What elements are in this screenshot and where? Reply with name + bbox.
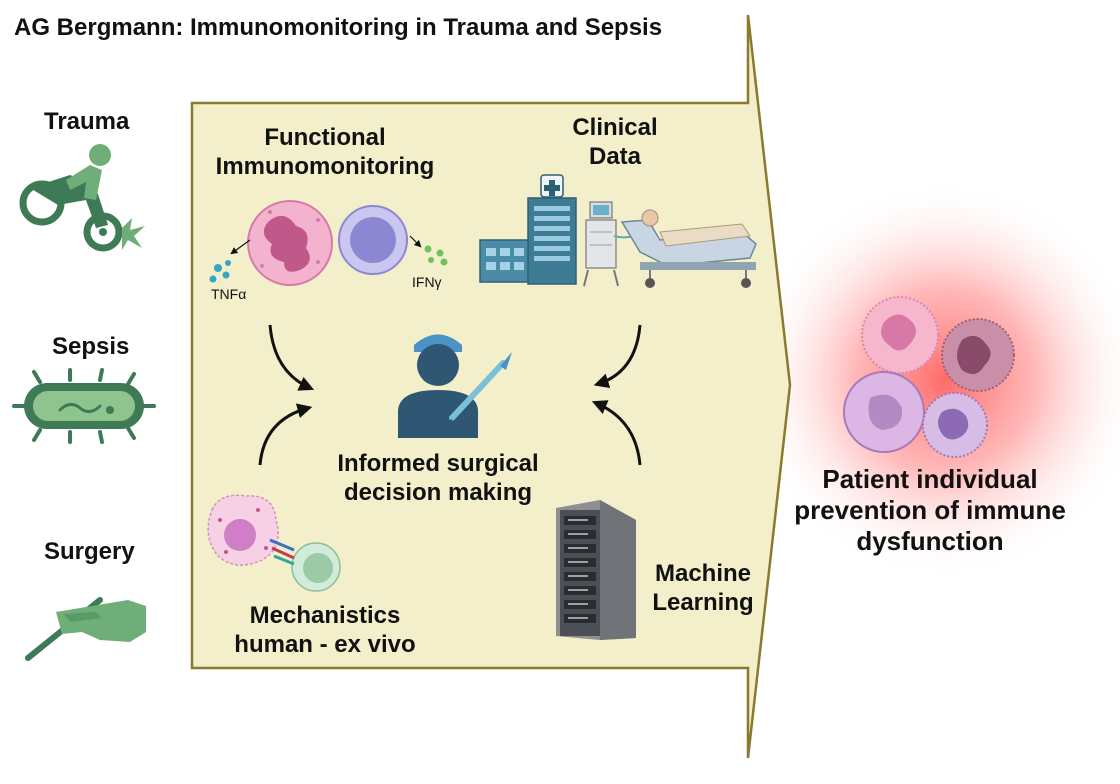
bacterium-icon: [12, 368, 156, 444]
flow-arrows: [258, 324, 642, 466]
outcome-line2: prevention of immune: [794, 495, 1066, 526]
ventilator-icon: [583, 201, 641, 287]
label-surgery: Surgery: [44, 538, 135, 565]
outcome-line1: Patient individual: [822, 464, 1038, 494]
label-functional-immunomonitoring: Functional Immunomonitoring: [207, 124, 443, 182]
center-line2: decision making: [343, 478, 533, 506]
server-rack-icon: [556, 500, 636, 640]
label-tnf: TNFα: [211, 286, 247, 302]
label-trauma: Trauma: [44, 108, 130, 135]
label-informed-decision: Informed surgical decision making: [326, 450, 550, 508]
tnf-particles: [209, 260, 231, 283]
center-line1: Informed surgical: [337, 450, 539, 477]
immune-cells-cluster-icon: [843, 296, 1015, 458]
neutrophil-cell-icon: [247, 200, 333, 286]
ml-line2: Learning: [652, 588, 754, 616]
outcome-line3: dysfunction: [856, 526, 1004, 557]
patient-bed-icon: [620, 209, 757, 288]
label-machine-learning: Machine Learning: [642, 560, 764, 618]
ifn-particles: [424, 245, 448, 266]
label-ifn: IFNγ: [412, 274, 442, 290]
outcome-glow: [745, 180, 1120, 580]
label-clinical-data: Clinical Data: [560, 114, 670, 172]
clinical-line1: Clinical: [572, 114, 658, 141]
label-sepsis: Sepsis: [52, 333, 130, 360]
hospital-icon: [479, 174, 577, 285]
page-title: AG Bergmann: Immunomonitoring in Trauma …: [14, 14, 663, 41]
label-mechanistics: Mechanistics human - ex vivo: [222, 602, 428, 660]
mech-line1: Mechanistics: [249, 602, 401, 629]
surgeon-icon: [398, 334, 512, 438]
cell-interaction-icon: [207, 494, 341, 592]
functional-line2: Immunomonitoring: [215, 152, 435, 180]
hand-scalpel-icon: [25, 597, 146, 661]
clinical-line2: Data: [588, 142, 642, 170]
motorcycle-icon: [19, 144, 145, 252]
functional-line1: Functional: [264, 124, 386, 151]
mech-line2: human - ex vivo: [234, 630, 416, 658]
lymphocyte-cell-icon: [338, 205, 408, 275]
central-arrow-panel: [190, 14, 792, 759]
ml-line1: Machine: [654, 560, 752, 587]
label-outcome: Patient individual prevention of immune …: [794, 464, 1066, 558]
